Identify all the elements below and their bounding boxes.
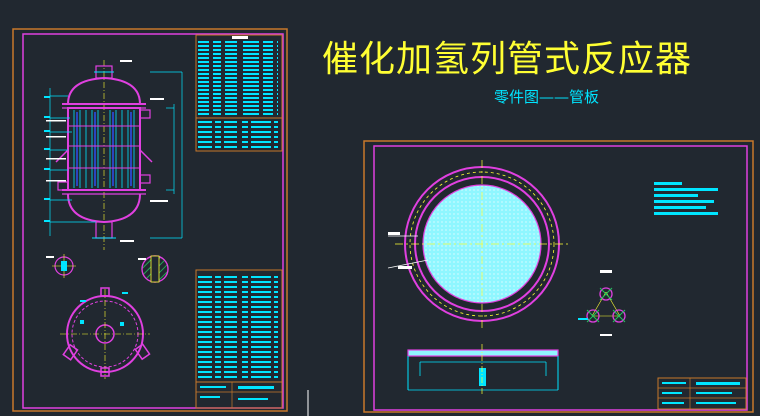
reactor-plan-view <box>60 287 151 379</box>
left-technical-table-upper <box>195 34 283 152</box>
left-sheet-outer-frame <box>12 28 288 412</box>
left-parts-list <box>195 269 283 409</box>
right-sheet-outer-frame <box>363 140 754 413</box>
tube-sheet-section <box>407 344 559 394</box>
technical-requirements-notes <box>654 182 718 215</box>
reactor-vessel-elevation <box>44 60 183 250</box>
left-sheet-inner-border <box>22 33 284 409</box>
left-drawing-sheet <box>12 28 288 412</box>
right-drawing-sheet <box>363 140 754 413</box>
tube-layout-detail <box>578 270 626 336</box>
tube-sheet-plan <box>387 160 569 328</box>
detail-view-hatched <box>138 255 169 283</box>
drawing-title: 催化加氢列管式反应器 <box>322 39 693 80</box>
detail-view-small <box>46 254 76 278</box>
right-sheet-inner-border <box>373 145 748 411</box>
drawing-subtitle: 零件图——管板 <box>494 88 600 106</box>
right-title-block <box>657 377 747 410</box>
